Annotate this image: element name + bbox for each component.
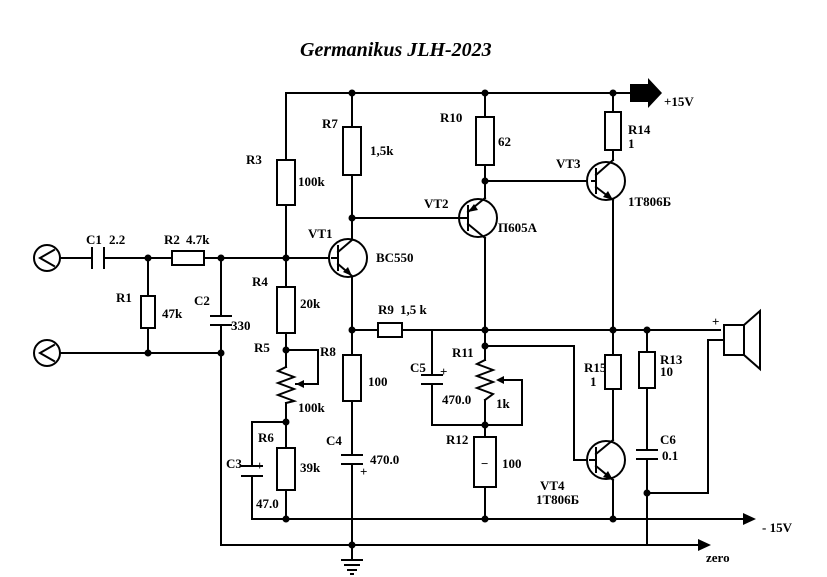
label-c5-plus: +	[440, 364, 447, 379]
transistor-vt1	[328, 238, 368, 278]
resistor-r4	[276, 286, 296, 334]
label-c1-ref: C1	[86, 232, 102, 247]
label-r8-ref: R8	[320, 344, 336, 359]
resistor-r12	[473, 436, 497, 488]
capacitor-c4	[341, 454, 363, 465]
label-speaker-plus: +	[712, 314, 719, 329]
label-c4-value: 470.0	[370, 452, 399, 467]
label-vt4-type: 1Т806Б	[536, 492, 579, 507]
label-c6-value: 0.1	[662, 448, 678, 463]
label-r14-ref: R14	[628, 122, 651, 137]
label-c1-value: 2.2	[109, 232, 125, 247]
zero-rail-arrow-icon	[698, 539, 711, 551]
capacitor-c1	[91, 247, 105, 269]
potentiometer-r5	[275, 365, 313, 405]
label-vt1-type: BC550	[376, 250, 414, 265]
label-r14-value: 1	[628, 136, 635, 151]
input-ground-jack-icon	[33, 339, 61, 367]
capacitor-c6	[636, 449, 658, 460]
label-r1-ref: R1	[116, 290, 132, 305]
label-vt3-ref: VT3	[556, 156, 581, 171]
label-r12-ref: R12	[446, 432, 468, 447]
resistor-r7	[342, 126, 362, 176]
label-c6-ref: C6	[660, 432, 676, 447]
label-r7-ref: R7	[322, 116, 338, 131]
label-vt2-type: П605А	[498, 220, 538, 235]
resistor-r9	[377, 322, 403, 338]
transistor-vt2	[457, 196, 498, 240]
label-r5-ref: R5	[254, 340, 270, 355]
label-negative-rail: - 15V	[762, 520, 793, 535]
potentiometer-r11	[474, 358, 504, 402]
capacitor-c2	[210, 315, 232, 326]
label-r10-value: 62	[498, 134, 511, 149]
input-signal-jack-icon	[33, 244, 61, 272]
transistor-vt4	[586, 438, 626, 482]
label-r6-ref: R6	[258, 430, 274, 445]
resistor-r8	[342, 354, 362, 402]
label-c4-ref: C4	[326, 433, 342, 448]
label-r11-value: 1k	[496, 396, 511, 411]
label-r12-minus: −	[481, 456, 488, 471]
resistor-r13	[638, 351, 656, 389]
resistor-r14	[604, 111, 622, 151]
loudspeaker-icon	[723, 308, 761, 372]
resistor-r3	[276, 159, 296, 206]
positive-rail-arrow-icon	[630, 78, 662, 108]
label-c3-plus: +	[256, 458, 263, 473]
resistor-r15	[604, 354, 622, 390]
resistor-r10	[475, 116, 495, 166]
label-r9-ref: R9	[378, 302, 394, 317]
label-r9-value: 1,5 k	[400, 302, 428, 317]
capacitor-c5	[421, 374, 443, 385]
label-r4-ref: R4	[252, 274, 268, 289]
label-c3-value: 47.0	[256, 496, 279, 511]
ground-icon	[341, 559, 363, 575]
label-r2-value: 4.7k	[186, 232, 210, 247]
label-c3-ref: C3	[226, 456, 242, 471]
transistor-vt3	[586, 158, 626, 202]
label-r13-value: 10	[660, 364, 673, 379]
label-r12-value: 100	[502, 456, 522, 471]
capacitor-c3	[241, 465, 263, 477]
wiring	[59, 92, 746, 561]
label-c5-ref: C5	[410, 360, 426, 375]
label-r5-value: 100k	[298, 400, 326, 415]
junction-dots	[144, 89, 651, 549]
label-r6-value: 39k	[300, 460, 321, 475]
label-c2-ref: C2	[194, 293, 210, 308]
component-labels: C1 2.2 R2 4.7k R1 47k C2 330 R3 100k R4 …	[86, 94, 793, 565]
label-vt2-ref: VT2	[424, 196, 449, 211]
label-r8-value: 100	[368, 374, 388, 389]
label-zero-rail: zero	[706, 550, 730, 565]
resistor-r2	[171, 250, 205, 266]
label-vt3-type: 1Т806Б	[628, 194, 671, 209]
label-r1-value: 47k	[162, 306, 183, 321]
resistor-r1	[140, 295, 156, 329]
label-c5-value: 470.0	[442, 392, 471, 407]
label-vt4-ref: VT4	[540, 478, 565, 493]
label-r13-ref: R13	[660, 352, 683, 367]
label-r11-ref: R11	[452, 345, 474, 360]
negative-rail-arrow-icon	[743, 513, 756, 525]
resistor-r6	[276, 447, 296, 491]
diagram-title: Germanikus JLH-2023	[300, 39, 492, 61]
label-r4-value: 20k	[300, 296, 321, 311]
label-positive-rail: +15V	[664, 94, 694, 109]
label-vt1-ref: VT1	[308, 226, 333, 241]
label-r10-ref: R10	[440, 110, 462, 125]
label-c2-value: 330	[231, 318, 251, 333]
label-r7-value: 1,5k	[370, 143, 394, 158]
label-r3-ref: R3	[246, 152, 262, 167]
label-r15-value: 1	[590, 374, 597, 389]
label-c4-plus: +	[360, 464, 367, 479]
label-r2-ref: R2	[164, 232, 180, 247]
label-r15-ref: R15	[584, 360, 607, 375]
label-r3-value: 100k	[298, 174, 326, 189]
